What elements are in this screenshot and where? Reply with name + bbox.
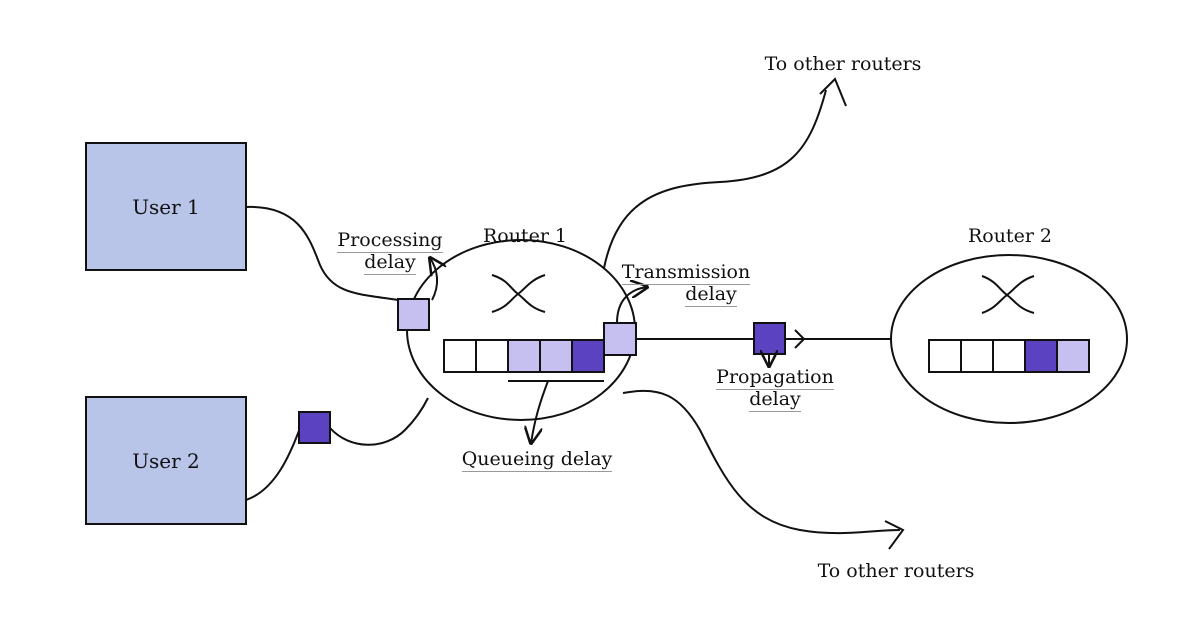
- user2-link: [245, 427, 301, 501]
- router2-queue-slot: [992, 339, 1026, 373]
- propagation-delay-label: Propagation delay: [700, 366, 850, 412]
- transmission-delay-label: Transmission delay: [606, 261, 766, 307]
- transmission-delay-arrow: [616, 287, 647, 324]
- processing-delay-line1: Processing: [337, 229, 443, 253]
- user2-packet: [298, 411, 331, 444]
- router2-queue-slot: [960, 339, 994, 373]
- router1-label: Router 1: [482, 225, 568, 247]
- router2-label: Router 2: [967, 225, 1053, 247]
- propagation-delay-line2: delay: [749, 387, 801, 412]
- user2-label: User 2: [132, 449, 200, 473]
- transmission-delay-line2: delay: [685, 282, 737, 307]
- user1-label: User 1: [132, 195, 200, 219]
- queueing-delay-arrow: [531, 380, 549, 443]
- router1-queue-slot: [475, 339, 509, 373]
- user2-box: [85, 396, 247, 525]
- router2-queue: [928, 339, 1090, 373]
- to-other-routers-bottom-arrowhead-icon: [884, 520, 905, 550]
- user1-link: [245, 205, 399, 301]
- transmission-packet: [603, 322, 637, 356]
- transmission-delay-line1: Transmission: [621, 261, 751, 285]
- processing-delay-line2: delay: [364, 250, 416, 275]
- to-other-routers-top-label: To other routers: [764, 53, 922, 75]
- router1-queue-slot: [539, 339, 573, 373]
- router2-queue-slot: [1024, 339, 1058, 373]
- router2-queue-slot: [1056, 339, 1090, 373]
- router1-queue-slot: [507, 339, 541, 373]
- router2-switch-icon: [981, 275, 1035, 314]
- to-other-routers-top-arrowhead-icon: [819, 77, 847, 107]
- user2-link-to-router: [329, 397, 429, 446]
- router1-queue-slot: [571, 339, 605, 373]
- to-other-routers-bottom-link: [622, 389, 901, 535]
- propagation-chevron-icon: [794, 329, 806, 349]
- processing-packet: [397, 298, 430, 331]
- router1-switch-icon: [491, 274, 546, 313]
- to-other-routers-top-link: [603, 89, 827, 269]
- queueing-delay-label: Queueing delay: [447, 448, 627, 472]
- processing-delay-label: Processing delay: [326, 229, 454, 275]
- processing-delay-arrow: [430, 258, 437, 301]
- router2-queue-slot: [928, 339, 962, 373]
- to-other-routers-bottom-label: To other routers: [817, 560, 975, 582]
- propagation-delay-line1: Propagation: [716, 366, 834, 390]
- propagation-packet: [753, 322, 786, 355]
- queueing-delay-text: Queueing delay: [461, 448, 613, 472]
- router1-queue: [443, 339, 605, 373]
- user1-box: [85, 142, 247, 271]
- router1-queue-slot: [443, 339, 477, 373]
